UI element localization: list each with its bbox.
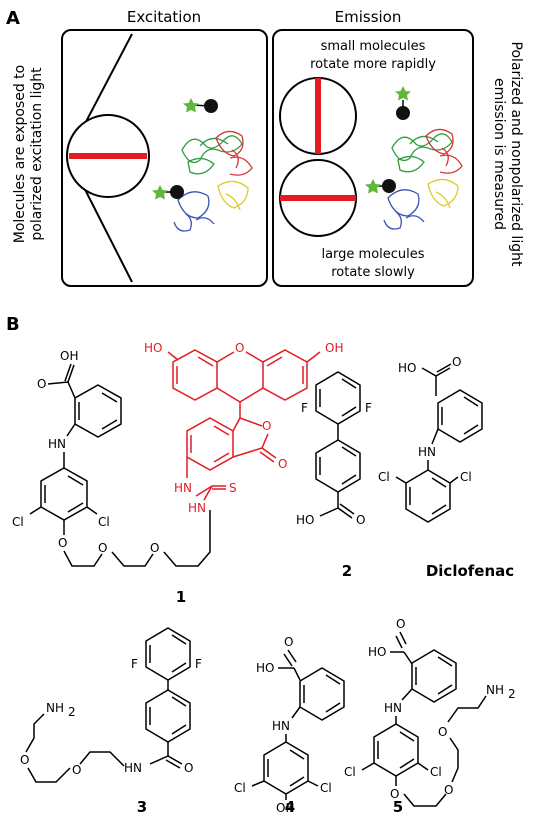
compound-2-label: 2 [342,562,352,580]
compound-5-label: 5 [393,798,403,816]
compound-1-structure: OH O HN Cl Cl O O O [12,349,211,567]
atom-label: Cl [378,470,390,484]
atom-label: HN [418,445,436,459]
diclofenac-label: Diclofenac [426,562,514,580]
atom-label: HO [256,661,274,675]
left-side-caption: Molecules are exposed to polarized excit… [12,65,45,243]
atom-label: O [284,635,293,649]
bound-tracer-excitation [152,185,184,200]
atom-label: HN [48,437,66,451]
atom-label: Cl [320,781,332,795]
small-molecules-text: small molecules [321,39,426,54]
atom-label: OH [325,341,343,355]
emission-title: Emission [335,8,402,26]
atom-label: HO [368,645,386,659]
compound-3-structure: F F O HN O O NH 2 [20,627,202,783]
compound-1-label: 1 [176,588,186,606]
atom-label: F [365,401,372,415]
bound-tracer-emission [365,179,396,194]
diclofenac-structure: HO O HN Cl Cl [378,355,483,523]
atom-label: O [150,541,159,555]
atom-label: Cl [460,470,472,484]
fluorophore-star-icon [365,179,381,194]
atom-label: HN [384,701,402,715]
atom-label: O [396,617,405,631]
atom-label: Cl [344,765,356,779]
atom-label: O [278,457,287,471]
atom-label: O [98,541,107,555]
atom-label: Cl [234,781,246,795]
panel-a-label: A [6,8,20,29]
atom-label: Cl [430,765,442,779]
small-molecules-text-2: rotate more rapidly [310,57,436,72]
excitation-title: Excitation [127,8,201,26]
atom-label: HN [272,719,290,733]
fluorophore-star-icon [152,185,168,200]
atom-label: Cl [12,515,24,529]
atom-label: O [72,763,81,777]
atom-label: HN [124,761,142,775]
atom-label: F [131,657,138,671]
left-caption-line-1: Molecules are exposed to [12,65,28,243]
panel-b-label: B [6,314,20,335]
atom-label: NH [46,701,64,715]
protein-excitation [173,130,253,232]
atom-label: O [235,341,244,355]
right-side-caption: Polarized and nonpolarized light emissio… [491,42,524,267]
compound-2-structure: F F O HO [296,371,372,527]
atom-label: HN [188,501,206,515]
compound-3-label: 3 [137,798,147,816]
atom-label: F [301,401,308,415]
atom-label: O [356,513,365,527]
atom-label: OH [60,349,78,363]
right-caption-line-1: Polarized and nonpolarized light [508,42,524,267]
atom-label: O [262,419,271,433]
atom-label: O [452,355,461,369]
atom-label: O [184,761,193,775]
fluorophore-star-icon [183,98,199,113]
left-caption-line-2: polarized excitation light [29,67,45,241]
atom-label: Cl [98,515,110,529]
atom-label: O [37,377,46,391]
atom-label: O [20,753,29,767]
atom-label: O [438,725,447,739]
protein-emission [383,128,463,230]
atom-label: S [229,481,237,495]
compound-5-structure: O HO HN Cl Cl O O O NH 2 [344,617,516,807]
atom-label: 2 [508,687,516,701]
free-tracer-excitation [183,98,218,113]
free-tracer-emission [395,86,411,120]
fluorescein-moiety: HO OH O O O HN S [144,341,343,515]
atom-label: HO [144,341,162,355]
large-molecules-text: large molecules [321,247,424,262]
atom-label: HO [296,513,314,527]
excitation-box [61,29,268,287]
atom-label: HN [174,481,192,495]
atom-label: OH [276,801,294,815]
emission-box [272,29,474,287]
atom-label: HO [398,361,416,375]
atom-label: O [444,783,453,797]
atom-label: 2 [68,705,76,719]
atom-label: O [390,787,399,801]
right-caption-line-2: emission is measured [491,78,507,230]
atom-label: O [58,536,67,550]
atom-label: NH [486,683,504,697]
atom-label: F [195,657,202,671]
large-molecules-text-2: rotate slowly [331,265,415,280]
compound-4-label: 4 [285,798,295,816]
fluorophore-star-icon [395,86,411,101]
compound-4-structure: O HO HN Cl Cl OH [234,635,345,815]
